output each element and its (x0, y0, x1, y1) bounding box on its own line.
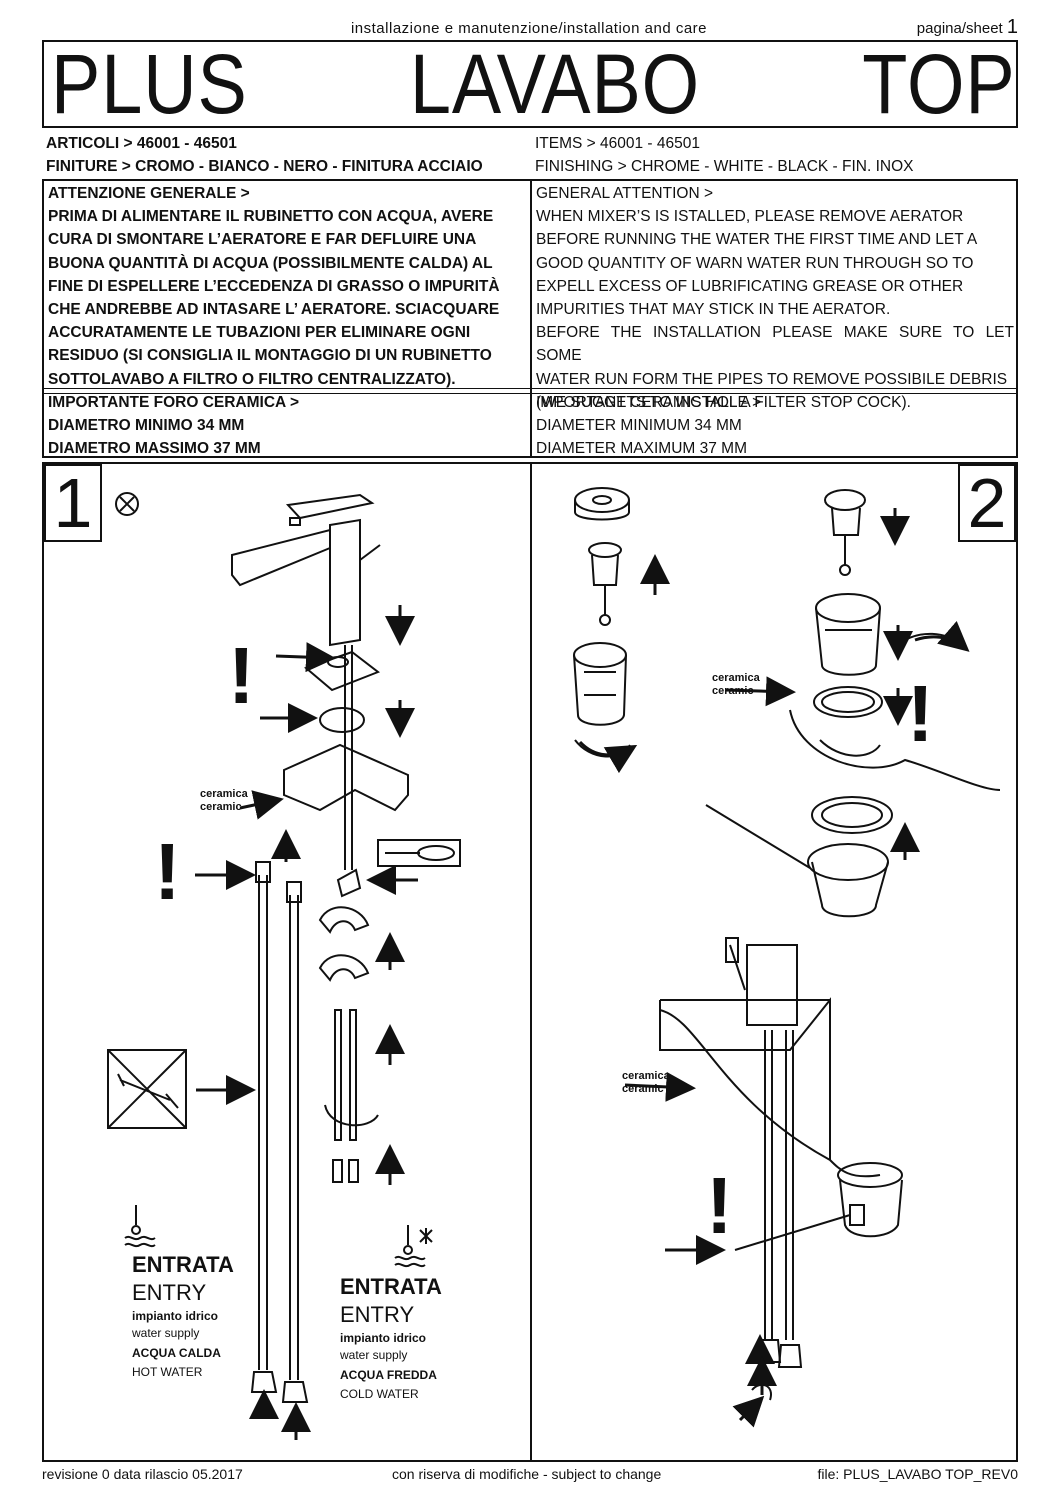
attention-it-line: CURA DI SMONTARE L’AERATORE E FAR DEFLUI… (48, 231, 477, 249)
cold-supply: water supply (340, 1348, 408, 1362)
ceramica-text: ceramica (712, 672, 760, 684)
attention-en-line: GOOD QUANTITY OF WARN WATER RUN THROUGH … (536, 254, 974, 272)
hole-en-line: DIAMETER MAXIMUM 37 MM (536, 440, 747, 458)
drain-drawing (573, 487, 1001, 1401)
warning-icon: ! (228, 631, 255, 720)
en-items: ITEMS > 46001 - 46501 (535, 135, 701, 152)
attention-it-line: SOTTOLAVABO A FILTRO O FILTRO CENTRALIZZ… (48, 370, 456, 388)
attention-en-line: WATER RUN FORM THE PIPES TO REMOVE POSSI… (536, 370, 1008, 388)
table-row-divider-1 (44, 388, 1016, 389)
attention-it-line: ATTENZIONE GENERALE > (48, 185, 250, 202)
hot-impianto: impianto idrico (132, 1309, 219, 1323)
faucet-drawing (107, 493, 461, 1403)
sheet-indicator: pagina/sheet 1 (917, 16, 1018, 39)
cold-entry: ENTRY (340, 1302, 415, 1327)
footer-filename: file: PLUS_LAVABO TOP_REV0 (817, 1466, 1018, 1482)
footer-revision: revisione 0 data rilascio 05.2017 (42, 1466, 243, 1482)
attention-en: GENERAL ATTENTION > WHEN MIXER’S IS ISTA… (536, 182, 1014, 414)
illustration-frame: 1 2 (42, 462, 1018, 1462)
cold-entrata: ENTRATA (340, 1274, 442, 1299)
page-title: PLUS LAVABO TOP (44, 42, 1026, 126)
sheet-label: pagina/sheet (916, 20, 1003, 37)
hot-entrata: ENTRATA (132, 1252, 234, 1277)
cold-acqua: ACQUA FREDDA (340, 1368, 437, 1382)
hole-it-line: DIAMETRO MINIMO 34 MM (48, 417, 245, 435)
ceramic-label-2: ceramica ceramic (712, 672, 760, 698)
attention-en-line: WHEN MIXER’S IS ISTALLED, PLEASE REMOVE … (536, 208, 964, 226)
hole-en: IMPORTANT CERAMIC HOLE > DIAMETER MINIMU… (536, 391, 1014, 461)
attention-en-line: (WE SUGGETS TO INSTALL A FILTER STOP COC… (536, 393, 911, 411)
attention-it-line: RESIDUO (SI CONSIGLIA IL MONTAGGIO DI UN… (48, 347, 492, 365)
step-1-badge: 1 (44, 464, 102, 542)
step-1-arrows (195, 605, 418, 1440)
title-word-lavabo: LAVABO (409, 37, 701, 131)
cold-water-icon (394, 1225, 433, 1268)
hot-supply: water supply (132, 1326, 200, 1340)
attention-it-line: FINE DI ESPELLERE L’ECCEDENZA DI GRASSO … (48, 277, 500, 295)
warning-icon: ! (154, 827, 181, 916)
title-word-top: TOP (862, 37, 1016, 131)
it-articles: ARTICOLI > 46001 - 46501 (46, 135, 237, 152)
hot-water-entry: ENTRATA ENTRY impianto idrico water supp… (132, 1252, 234, 1380)
title-word-plus: PLUS (51, 37, 248, 131)
footer-disclaimer: con riserva di modifiche - subject to ch… (392, 1466, 662, 1482)
attention-en-line: BEFORE RUNNING THE WATER THE FIRST TIME … (536, 231, 978, 249)
sheet-number: 1 (1006, 16, 1018, 38)
en-finishing: FINISHING > CHROME - WHITE - BLACK - FIN… (535, 158, 914, 175)
table-divider (530, 181, 532, 456)
illustration-divider (530, 464, 532, 1460)
hole-en-line: DIAMETER MINIMUM 34 MM (536, 417, 742, 435)
attention-it-line: PRIMA DI ALIMENTARE IL RUBINETTO CON ACQ… (48, 208, 494, 226)
ceramic-text: ceramic (712, 685, 754, 697)
hot-water: HOT WATER (132, 1365, 203, 1379)
ceramic-label-1: ceramica ceramic (200, 788, 248, 814)
instructions-table: ATTENZIONE GENERALE > PRIMA DI ALIMENTAR… (42, 179, 1018, 458)
warning-icon: ! (907, 669, 934, 758)
ceramica-text: ceramica (200, 788, 248, 800)
it-finishes: FINITURE > CROMO - BIANCO - NERO - FINIT… (46, 158, 483, 175)
hot-acqua: ACQUA CALDA (132, 1346, 221, 1360)
hole-it-line: IMPORTANTE FORO CERAMICA > (48, 394, 300, 411)
step-2-badge: 2 (958, 464, 1016, 542)
hot-water-icon (124, 1205, 156, 1248)
hole-it-line: DIAMETRO MASSIMO 37 MM (48, 440, 261, 458)
title-box: PLUS LAVABO TOP (42, 40, 1018, 128)
document-subtitle: installazione e manutenzione/installatio… (350, 20, 708, 37)
step-2-arrows (578, 508, 970, 1428)
ceramica-text: ceramica (622, 1070, 670, 1082)
no-aerator-icon (115, 492, 139, 516)
warning-icon: ! (706, 1161, 733, 1250)
attention-it-line: ACCURATAMENTE LE TUBAZIONI PER ELIMINARE… (48, 324, 471, 342)
hole-en-line: IMPORTANT CERAMIC HOLE > (536, 394, 762, 411)
attention-en-line: EXPELL EXCESS OF LUBRIFICATING GREASE OR… (536, 277, 964, 295)
ceramic-text: ceramic (200, 801, 242, 813)
cold-impianto: impianto idrico (340, 1331, 427, 1345)
attention-en-line: GENERAL ATTENTION > (536, 185, 713, 202)
cold-water: COLD WATER (340, 1387, 419, 1401)
ceramic-label-3: ceramica ceramic (622, 1070, 670, 1096)
hot-entry: ENTRY (132, 1280, 207, 1305)
attention-it: ATTENZIONE GENERALE > PRIMA DI ALIMENTAR… (48, 182, 524, 391)
attention-en-line: IMPURITIES THAT MAY STICK IN THE AERATOR… (536, 301, 891, 319)
attention-it-line: BUONA QUANTITÀ DI ACQUA (POSSIBILMENTE C… (48, 254, 493, 272)
hole-it: IMPORTANTE FORO CERAMICA > DIAMETRO MINI… (48, 391, 524, 461)
ceramic-text: ceramic (622, 1083, 664, 1095)
attention-it-line: CHE ANDREBBE AD INTASARE L’ AERATORE. SC… (48, 301, 500, 319)
attention-en-line: BEFORE THE INSTALLATION PLEASE MAKE SURE… (536, 324, 1014, 365)
table-row-divider-2 (44, 393, 1016, 394)
cold-water-entry: ENTRATA ENTRY impianto idrico water supp… (340, 1274, 442, 1402)
